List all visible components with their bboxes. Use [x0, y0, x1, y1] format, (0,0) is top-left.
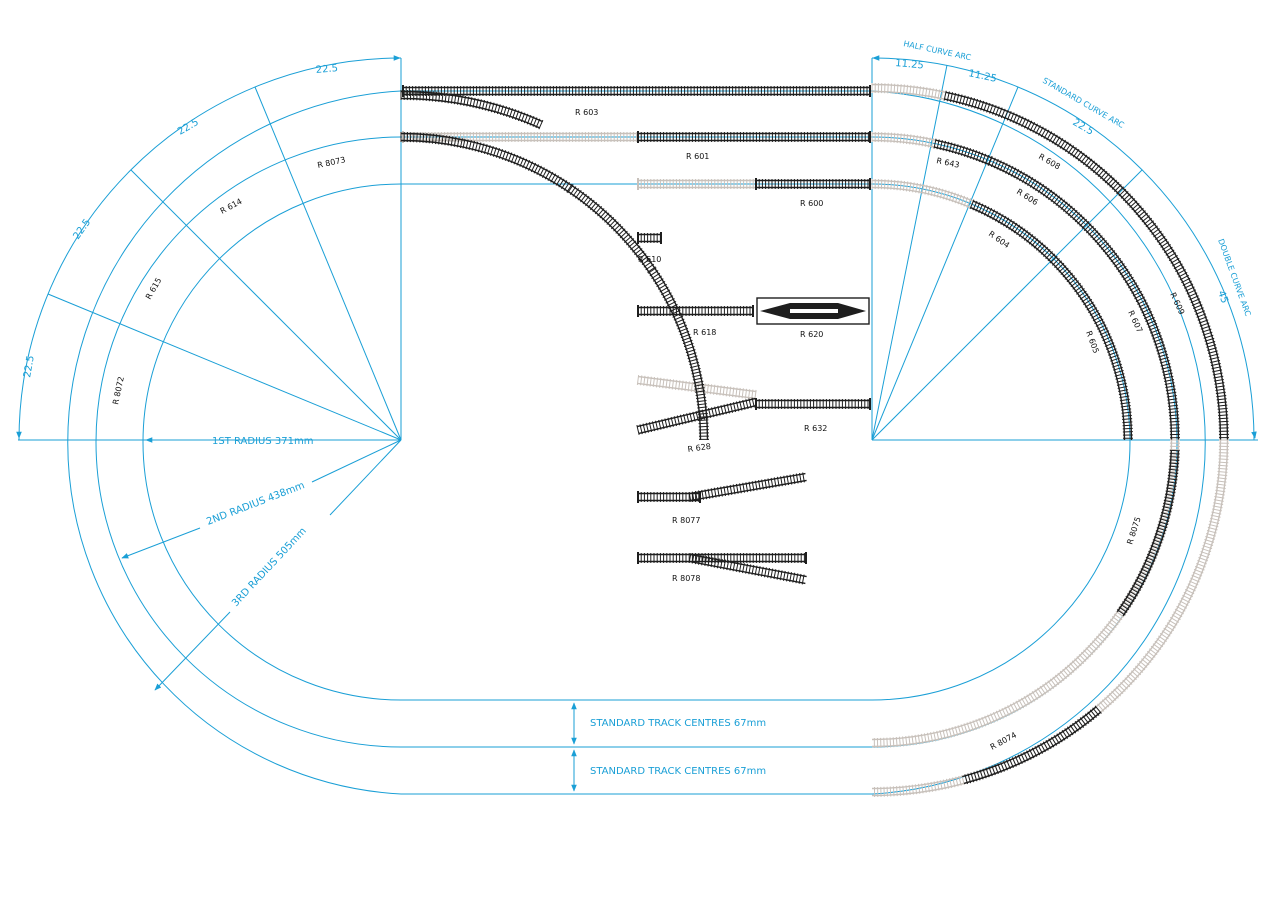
- track-r8077-curve: [688, 472, 807, 503]
- code-r603: R 603: [575, 108, 598, 117]
- code-r609: R 609: [1168, 291, 1186, 316]
- third-radius-label: 3RD RADIUS 505mm: [230, 526, 309, 609]
- track-r8078-curve: [688, 552, 807, 585]
- code-r600: R 600: [800, 199, 823, 208]
- code-r620: R 620: [800, 330, 823, 339]
- track-r610: [637, 232, 662, 244]
- code-r618: R 618: [693, 328, 716, 337]
- code-r605: R 605: [1084, 330, 1100, 355]
- code-r608: R 608: [1037, 152, 1062, 171]
- track-r618: [637, 305, 754, 317]
- code-r8078: R 8078: [672, 574, 700, 583]
- code-r614: R 614: [219, 197, 244, 216]
- track-grey-upper: [402, 131, 639, 143]
- track-r8074: [962, 705, 1102, 785]
- second-radius-label: 2ND RADIUS 438mm: [205, 480, 306, 528]
- code-r8077: R 8077: [672, 516, 700, 525]
- code-r8075: R 8075: [1125, 516, 1142, 546]
- track-left-outer: [400, 90, 544, 130]
- track-r8072: [647, 267, 710, 441]
- track-r605: [969, 199, 1133, 441]
- track-r8075: [1116, 449, 1180, 617]
- angle-label-left-d: 22.5: [22, 355, 37, 379]
- code-r628: R 628: [687, 442, 711, 454]
- code-r604: R 604: [987, 229, 1011, 250]
- track-r632: [755, 398, 871, 410]
- track-r628: [636, 397, 757, 435]
- track-grey-right-outer: [871, 83, 947, 101]
- code-r643: R 643: [936, 156, 961, 170]
- part-code-labels: R 603 R 601 R 600 R 610 R 618 R 620 R 62…: [111, 108, 1186, 752]
- code-r601: R 601: [686, 152, 709, 161]
- track-r601: [637, 131, 871, 143]
- track-r603: [402, 85, 871, 97]
- track-r643: [933, 138, 993, 166]
- code-r8072: R 8072: [111, 376, 126, 406]
- track-grey-lower-outer: [871, 439, 1229, 797]
- track-grey-right-inner: [871, 179, 975, 210]
- angle-label-right-half-b: 11.25: [967, 68, 997, 85]
- track-r8073: [400, 132, 465, 149]
- track-grey-right-mid: [871, 132, 936, 149]
- code-r8073: R 8073: [317, 155, 347, 170]
- track-centres-lower-label: STANDARD TRACK CENTRES 67mm: [590, 766, 766, 777]
- code-r610: R 610: [638, 255, 661, 264]
- angle-label-right-double: 45: [1215, 289, 1230, 305]
- angle-label-left-a: 22.5: [315, 63, 338, 76]
- track-pieces: [400, 83, 1229, 797]
- angle-label-left-b: 22.5: [176, 117, 201, 138]
- track-r600: [755, 178, 871, 190]
- track-r614: [462, 138, 573, 193]
- track-r615: [567, 184, 656, 273]
- angle-label-left-c: 22.5: [71, 217, 93, 242]
- angle-label-right-half-a: 11.25: [895, 58, 924, 71]
- track-r620-slot: [790, 309, 838, 313]
- code-r615: R 615: [144, 276, 163, 301]
- code-r8074: R 8074: [989, 730, 1018, 751]
- track-r607: [987, 156, 1180, 441]
- track-centres-upper-label: STANDARD TRACK CENTRES 67mm: [590, 718, 766, 729]
- double-curve-arc-label: DOUBLE CURVE ARC: [1216, 238, 1253, 318]
- track-r609: [943, 90, 1229, 441]
- first-radius-label: 1ST RADIUS 371mm: [212, 436, 313, 447]
- angle-label-right-std: 22.5: [1071, 117, 1096, 138]
- code-r632: R 632: [804, 424, 827, 433]
